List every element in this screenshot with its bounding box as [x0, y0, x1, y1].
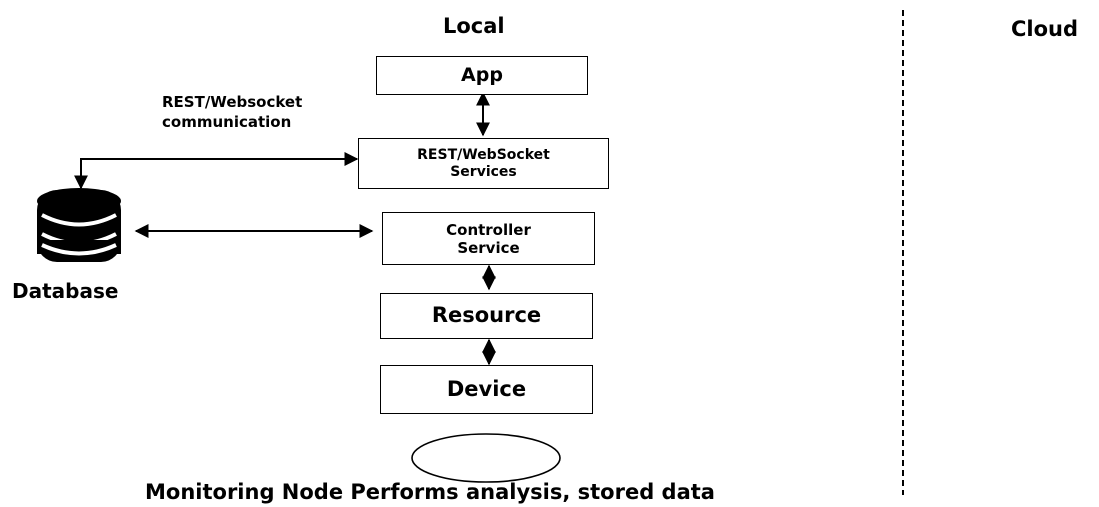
zone-cloud-title: Cloud: [1011, 17, 1079, 41]
app-node: App: [376, 56, 588, 95]
app-node-label: App: [461, 64, 503, 87]
monitoring-node-ellipse: [411, 433, 561, 483]
zone-local-title: Local: [443, 14, 505, 38]
rest-services-node: REST/WebSocket Services: [358, 138, 609, 189]
device-node-label: Device: [446, 376, 527, 401]
database-label: Database: [12, 279, 119, 303]
controller-service-node-label: Controller Service: [446, 220, 531, 257]
device-node: Device: [380, 365, 593, 414]
resource-node: Resource: [380, 293, 593, 339]
monitoring-node-caption: Monitoring Node Performs analysis, store…: [145, 480, 715, 504]
rest-communication-label: REST/Websocket communication: [162, 93, 303, 132]
rest-to-database-arrow: [74, 152, 359, 190]
database-icon: [37, 188, 121, 262]
rest-services-node-label: REST/WebSocket Services: [417, 146, 550, 180]
resource-node-label: Resource: [431, 303, 542, 328]
controller-service-node: Controller Service: [382, 212, 595, 265]
